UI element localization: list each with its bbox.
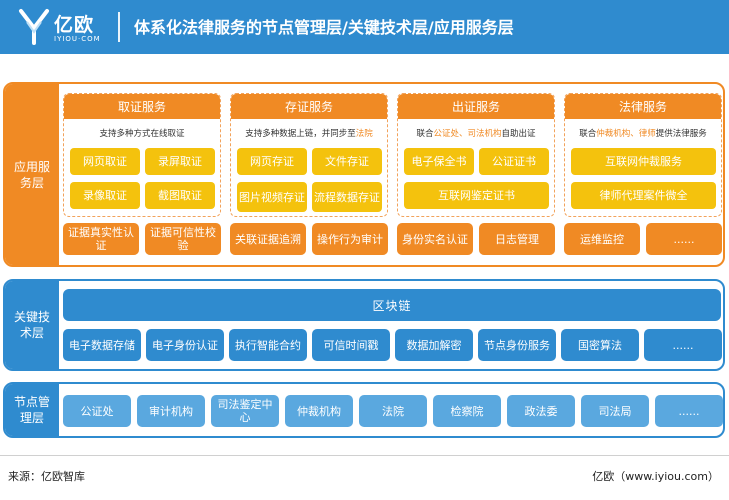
service-item[interactable]: 网页取证 [70,148,140,175]
node-item[interactable]: 审计机构 [137,395,205,427]
tech-item[interactable]: ...... [644,329,722,361]
service-item[interactable]: 图片视频存证 [237,182,307,212]
tech-item[interactable]: 国密算法 [561,329,639,361]
node-item[interactable]: 仲裁机构 [285,395,353,427]
service-item[interactable]: 互联网仲裁服务 [571,148,716,175]
service-item[interactable]: 文件存证 [312,148,382,175]
panel-description: 支持多种数据上链，并同步至法院 [245,129,373,139]
panel-description: 联合公证处、司法机构自助出证 [416,129,536,139]
service-item[interactable]: 录像取证 [70,182,140,209]
service-item[interactable]: 截图取证 [145,182,215,209]
site-credit: 亿欧（www.iyiou.com） [592,470,719,483]
panel-evidence-collection: 取证服务 支持多种方式在线取证 网页取证 录屏取证 录像取证 截图取证 [63,93,221,217]
service-item[interactable]: 互联网鉴定证书 [404,182,549,209]
service-item[interactable]: 电子保全书 [404,148,474,175]
panel-title: 出证服务 [398,94,554,119]
header-banner: 亿欧 IYIOU·COM 体系化法律服务的节点管理层/关键技术层/应用服务层 [0,0,729,54]
node-item[interactable]: 检察院 [433,395,501,427]
source-note: 来源：亿欧智库 [8,470,85,483]
node-item[interactable]: 政法委 [507,395,575,427]
panel-title: 存证服务 [231,94,387,119]
layer-label-key: 关键技术层 [5,281,59,369]
panel-title: 法律服务 [565,94,721,119]
panel-evidence-storage: 存证服务 支持多种数据上链，并同步至法院 网页存证 文件存证 图片视频存证 流程… [230,93,388,217]
service-item[interactable]: 网页存证 [237,148,307,175]
app-service-layer: 应用服务层 取证服务 支持多种方式在线取证 网页取证 录屏取证 录像取证 截图取… [3,82,725,267]
service-item[interactable]: 录屏取证 [145,148,215,175]
app-function-item[interactable]: 证据可信性校验 [145,223,221,255]
service-item[interactable]: 流程数据存证 [312,182,382,212]
app-function-item[interactable]: 运维监控 [564,223,640,255]
app-function-item[interactable]: 证据真实性认证 [63,223,139,255]
tech-item[interactable]: 执行智能合约 [229,329,307,361]
footer-divider [0,455,729,456]
logo-icon [19,9,49,45]
node-item[interactable]: 法院 [359,395,427,427]
panel-description: 支持多种方式在线取证 [99,129,185,139]
app-function-item[interactable]: 身份实名认证 [397,223,473,255]
page-title: 体系化法律服务的节点管理层/关键技术层/应用服务层 [134,18,514,37]
layer-label-app: 应用服务层 [5,84,59,265]
blockchain-bar[interactable]: 区块链 [63,289,721,321]
tech-item[interactable]: 电子数据存储 [63,329,141,361]
panel-certificate-issuance: 出证服务 联合公证处、司法机构自助出证 电子保全书 公证证书 互联网鉴定证书 [397,93,555,217]
app-function-item[interactable]: 关联证据追溯 [230,223,306,255]
app-function-item[interactable]: ...... [646,223,722,255]
panel-legal-services: 法律服务 联合仲裁机构、律师提供法律服务 互联网仲裁服务 律师代理案件微全 [564,93,722,217]
logo-subtext: IYIOU·COM [54,35,101,43]
tech-item[interactable]: 节点身份服务 [478,329,556,361]
node-management-layer: 节点管理层 公证处 审计机构 司法鉴定中心 仲裁机构 法院 检察院 政法委 司法… [3,382,725,438]
app-function-item[interactable]: 操作行为审计 [312,223,388,255]
node-item[interactable]: 司法鉴定中心 [211,395,279,427]
tech-item[interactable]: 可信时间戳 [312,329,390,361]
node-item[interactable]: ...... [655,395,723,427]
app-function-item[interactable]: 日志管理 [479,223,555,255]
layer-label-node: 节点管理层 [5,384,59,436]
panel-description: 联合仲裁机构、律师提供法律服务 [579,129,707,139]
header-divider [118,12,120,42]
service-item[interactable]: 律师代理案件微全 [571,182,716,209]
tech-item[interactable]: 电子身份认证 [146,329,224,361]
node-item[interactable]: 司法局 [581,395,649,427]
service-item[interactable]: 公证证书 [479,148,549,175]
tech-item[interactable]: 数据加解密 [395,329,473,361]
logo-text: 亿欧 [54,14,95,36]
panel-title: 取证服务 [64,94,220,119]
node-item[interactable]: 公证处 [63,395,131,427]
key-technology-layer: 关键技术层 区块链 电子数据存储 电子身份认证 执行智能合约 可信时间戳 数据加… [3,279,725,371]
